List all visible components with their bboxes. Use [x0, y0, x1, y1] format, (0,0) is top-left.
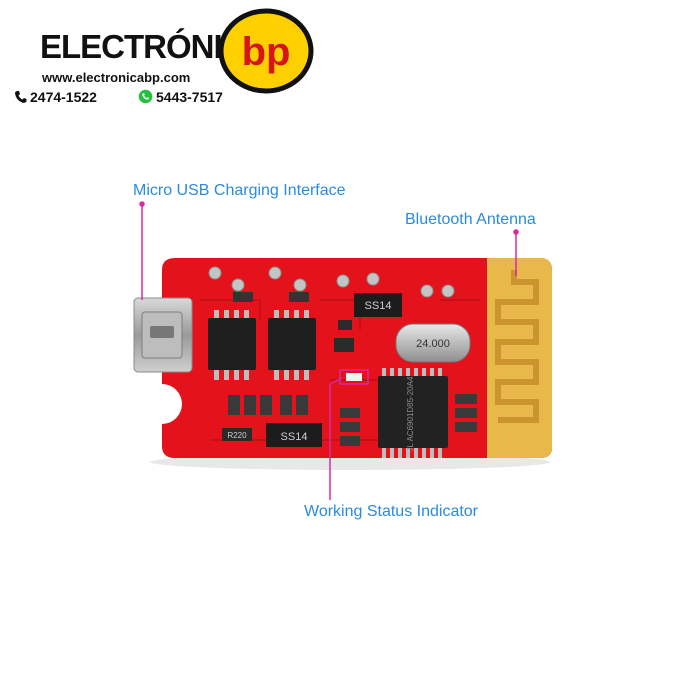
diode-top-label: SS14: [365, 300, 392, 312]
micro-usb-port: [133, 297, 193, 373]
mounting-hole: [155, 391, 181, 417]
bluetooth-antenna-label: Bluetooth Antenna: [405, 211, 536, 228]
diode-bottom-label: SS14: [281, 431, 308, 443]
resistor-label: R220: [227, 431, 247, 440]
usb-callout-dot: [139, 201, 145, 207]
diode-top: SS14: [354, 293, 402, 317]
whatsapp-number: 5443-7517: [156, 89, 223, 105]
bluetooth-chip: JL AC6901D85-20A4: [378, 368, 448, 458]
resistor-r220: R220: [222, 428, 252, 441]
solder-pads: [208, 266, 455, 298]
website-url: www.electronicabp.com: [42, 70, 191, 85]
whatsapp-icon: [138, 89, 153, 104]
phone-number: 2474-1522: [30, 89, 97, 105]
status-indicator-label: Working Status Indicator: [304, 503, 479, 520]
brand-logo: bp: [218, 8, 314, 94]
phone-contact: 2474-1522: [14, 89, 97, 105]
diode-bottom: SS14: [266, 423, 322, 447]
callout-lines: [139, 201, 519, 500]
led-callout-elbow: [329, 377, 343, 385]
crystal-label: 24.000: [416, 338, 450, 350]
status-led: [339, 369, 369, 385]
antenna-callout-dot: [513, 229, 519, 235]
amplifier-chip-right: [268, 310, 316, 380]
phone-icon: [15, 91, 27, 103]
whatsapp-contact: 5443-7517: [138, 89, 223, 105]
logo-text: bp: [242, 30, 291, 74]
chip-label: JL AC6901D85-20A4: [406, 376, 415, 451]
amplifier-chip-left: [208, 310, 256, 380]
antenna-trace: [495, 270, 539, 423]
crystal-oscillator: 24.000: [395, 323, 471, 363]
smd-components: [228, 292, 477, 446]
usb-interface-label: Micro USB Charging Interface: [133, 182, 346, 199]
